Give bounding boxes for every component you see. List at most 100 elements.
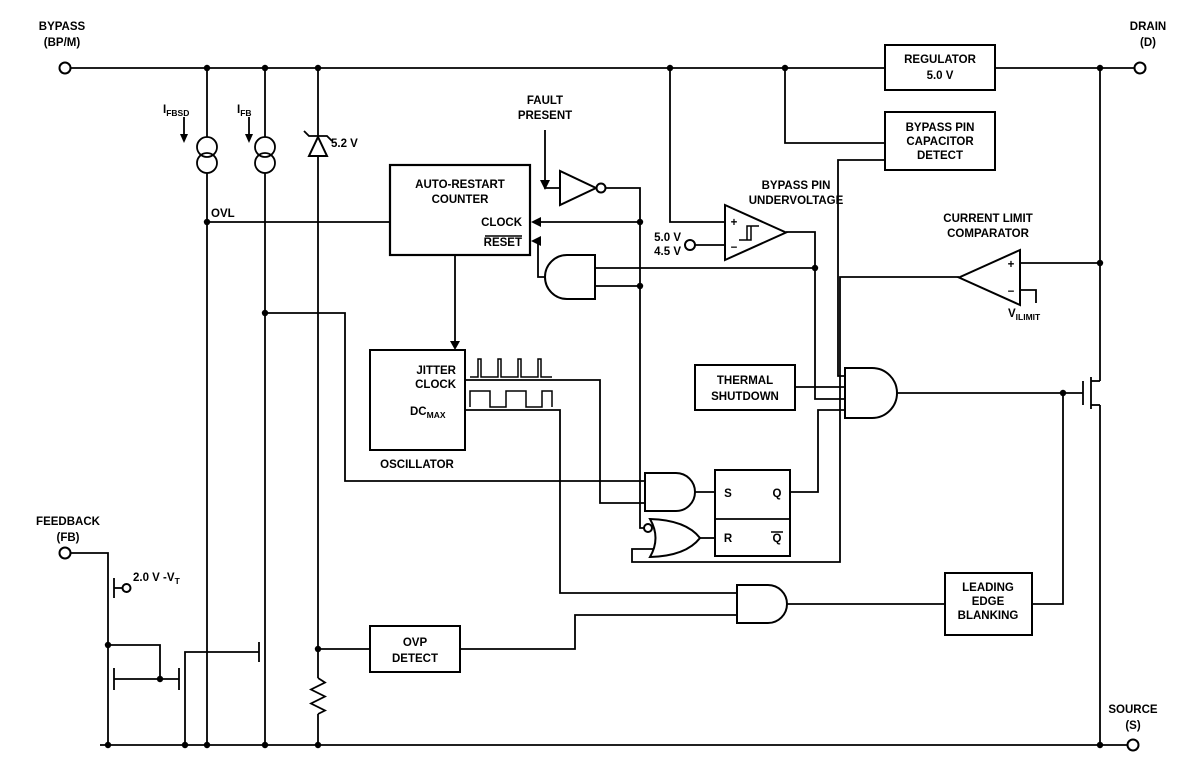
dcmax-waveform xyxy=(469,390,553,408)
leading-edge-blanking-box xyxy=(944,572,1033,636)
t4-mosfet-icon xyxy=(258,636,266,668)
component-symbols xyxy=(107,130,1092,715)
current-limit-comparator xyxy=(956,248,1021,307)
jitter-clock-wire xyxy=(465,379,649,504)
ovp-detect-box xyxy=(369,625,461,673)
reset-or-gate xyxy=(648,517,702,559)
ovp-output-wire xyxy=(460,614,741,650)
cl-output-wire xyxy=(631,276,959,563)
dcmax-wire xyxy=(465,409,741,594)
m1-mosfet-icon xyxy=(107,662,115,694)
gate-driver-and-gate xyxy=(844,367,898,419)
fault-buffer-output-wire xyxy=(606,187,645,529)
reset-and-gate xyxy=(544,254,596,300)
vilimit-label: VILIMIT xyxy=(1008,308,1041,322)
counter-osc-arrowhead-icon xyxy=(450,341,460,350)
feedback-pin-designator: (FB) xyxy=(57,532,80,544)
ifb-label: IFB xyxy=(237,104,252,118)
latch-q-wire xyxy=(790,409,849,493)
jitter-clock-waveform xyxy=(470,358,552,378)
m2-t4-gate-wire xyxy=(184,651,259,662)
ifbsd-arrowhead-icon xyxy=(180,134,188,143)
regulator-label2: 5.0 V xyxy=(927,70,954,82)
fault-buffer-gate xyxy=(559,169,599,207)
blocks-and-gates xyxy=(121,44,1033,673)
latch-s-label: S xyxy=(724,488,732,500)
feedback-ref-label: 2.0 V -VT xyxy=(133,572,181,586)
reset-arrowhead-icon xyxy=(531,236,541,246)
source-pin-terminal xyxy=(1126,738,1140,752)
cl-minus-label: − xyxy=(1008,286,1015,298)
oscillator-box xyxy=(369,349,466,451)
thermal-shutdown-label2: SHUTDOWN xyxy=(711,391,779,403)
ifbsd-current-source-icon xyxy=(196,152,218,174)
oscillator-caption: OSCILLATOR xyxy=(380,459,454,471)
ifbsd-current-source-icon xyxy=(196,136,218,158)
uv-ref-high-label: 5.0 V xyxy=(654,232,681,244)
auto-restart-counter-box xyxy=(388,163,532,257)
enable-wire xyxy=(265,312,649,482)
capacitor-detect-label3: DETECT xyxy=(917,150,963,162)
feedback-pin-terminal xyxy=(58,546,72,560)
leb-label: LEADING xyxy=(962,582,1014,594)
jitter-clock-label: JITTER xyxy=(416,365,456,377)
hysteresis-icon xyxy=(739,225,759,241)
cl-plus-label: + xyxy=(1008,259,1015,271)
thermal-shutdown-box xyxy=(694,364,796,411)
ifbsd-label: IFBSD xyxy=(163,104,189,118)
ovp-detect-label2: DETECT xyxy=(392,653,438,665)
fault-present-label2: PRESENT xyxy=(518,110,572,122)
source-pin-designator: (S) xyxy=(1125,720,1141,732)
ifb-current-source-icon xyxy=(254,152,276,174)
m2-mosfet-icon xyxy=(178,662,186,694)
bypass-pin-designator: (BP/M) xyxy=(44,37,81,49)
bypass-undervoltage-comparator xyxy=(724,203,789,262)
ovl-label: OVL xyxy=(211,208,235,220)
counter-reset-label: RESET xyxy=(484,237,522,249)
t1-gate-bubble-icon xyxy=(121,583,132,593)
arrowheads xyxy=(180,134,550,350)
ifb-current-source-icon xyxy=(254,136,276,158)
regulator-box xyxy=(884,44,996,91)
feedback-pin-label: FEEDBACK xyxy=(36,516,101,528)
power-mosfet-icon xyxy=(1082,377,1092,409)
latch-r-label: R xyxy=(724,533,733,545)
fault-present-wire xyxy=(544,130,560,189)
capacitor-detect-label2: CAPACITOR xyxy=(906,136,974,148)
ovp-detect-label: OVP xyxy=(403,637,428,649)
jitter-clock-label2: CLOCK xyxy=(415,379,457,391)
leb-label3: BLANKING xyxy=(958,610,1019,622)
junction-dots xyxy=(104,64,1104,749)
sr-latch-box xyxy=(714,469,791,557)
uv-plus-wire xyxy=(669,68,725,223)
capacitor-detect-label: BYPASS PIN xyxy=(906,122,975,134)
fault-arrowhead-icon xyxy=(540,180,550,190)
leb-label2: EDGE xyxy=(972,596,1005,608)
zener-label: 5.2 V xyxy=(331,138,358,150)
mirror-diode-tie-wire xyxy=(108,644,161,679)
uv-plus-label: + xyxy=(731,217,738,229)
capdetect-input-wire xyxy=(784,68,885,144)
source-pin-label: SOURCE xyxy=(1108,704,1158,716)
pin-terminals xyxy=(58,61,1147,752)
set-and-gate xyxy=(644,472,696,512)
current-limit-label2: COMPARATOR xyxy=(947,228,1029,240)
bypass-pin-terminal xyxy=(58,61,72,75)
bypass-capacitor-detect-box xyxy=(884,111,996,171)
or-input-bubble-icon xyxy=(643,523,653,533)
t1-mosfet-icon xyxy=(107,574,115,602)
zener-diode-icon xyxy=(307,134,329,157)
resistor-icon xyxy=(308,677,328,715)
undervoltage-label2: UNDERVOLTAGE xyxy=(749,195,844,207)
leb-sense-wire xyxy=(1032,393,1064,605)
dcmax-label: DCMAX xyxy=(410,406,446,420)
latch-qbar-label: Q xyxy=(773,533,782,545)
feedback-pin-wire xyxy=(70,552,109,574)
cl-minus-wire xyxy=(1020,289,1037,303)
clock-arrowhead-icon xyxy=(531,217,541,227)
bypass-pin-label: BYPASS xyxy=(39,21,86,33)
latch-q-label: Q xyxy=(773,488,782,500)
capdetect-output-wire xyxy=(837,159,885,377)
uv-ref-low-label: 4.5 V xyxy=(654,246,681,258)
